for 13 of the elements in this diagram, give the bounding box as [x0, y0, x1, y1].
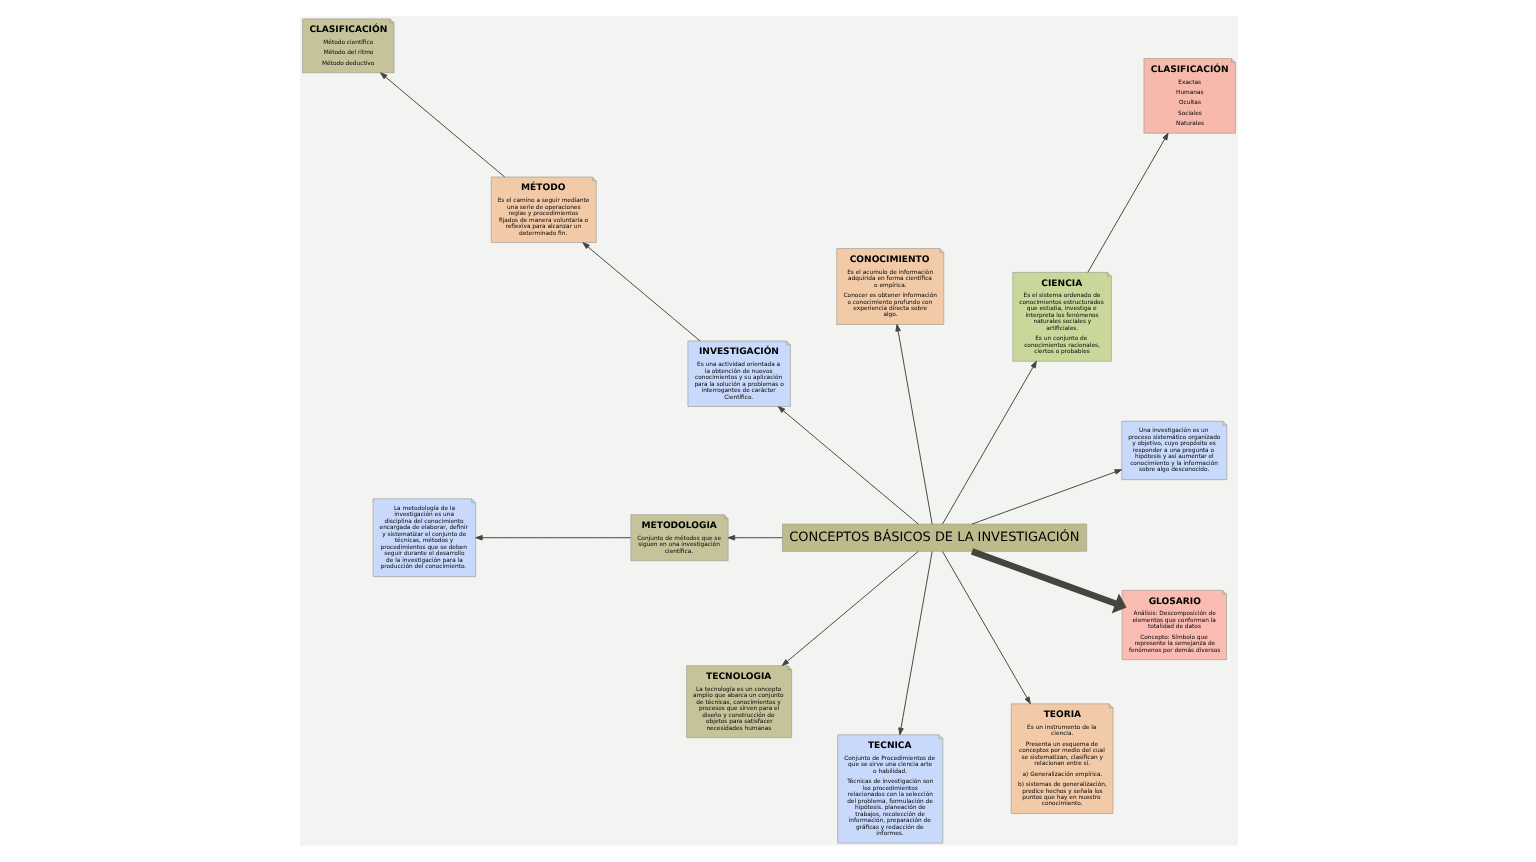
arrow	[726, 534, 782, 541]
arrow	[474, 534, 631, 541]
arrow	[780, 550, 918, 667]
arrow	[581, 242, 700, 342]
arrow	[969, 548, 1126, 614]
arrow	[776, 406, 918, 525]
arrow	[1086, 132, 1168, 273]
arrow	[894, 324, 932, 525]
arrow	[970, 469, 1121, 525]
arrow	[379, 72, 505, 178]
arrow	[897, 550, 932, 736]
arrow	[940, 360, 1036, 525]
arrow	[940, 550, 1030, 705]
